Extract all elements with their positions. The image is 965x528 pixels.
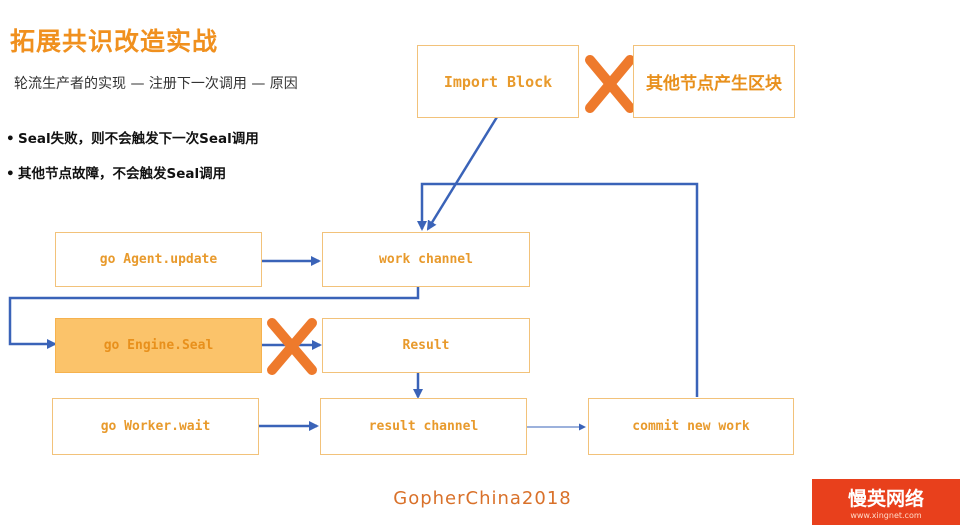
page-subtitle: 轮流生产者的实现 — 注册下一次调用 — 原因 [14,76,298,92]
engine-seal-node: go Engine.Seal [55,318,262,373]
logo-brand: 慢英网络 [847,488,924,510]
result-node: Result [322,318,530,373]
agent-update-node: go Agent.update [55,232,262,287]
worker-wait-node: go Worker.wait [52,398,259,455]
bullet-item: •Seal失败，则不会触发下一次Seal调用 [6,127,259,147]
failure-cross [585,55,635,113]
brand-logo: 慢英网络 www.xingnet.com [812,479,960,525]
bullet-item: •其他节点故障，不会触发Seal调用 [6,162,226,182]
failure-cross [267,318,317,375]
bullet-text: Seal失败，则不会触发下一次Seal调用 [18,131,259,147]
bullet-text: 其他节点故障，不会触发Seal调用 [18,166,227,182]
logo-url: www.xingnet.com [850,511,922,520]
import-block-node: Import Block [417,45,579,118]
arrow-commit-loop [417,182,699,397]
commit-new-work-node: commit new work [588,398,794,455]
page-title: 拓展共识改造实战 [10,27,219,56]
arrow-import-to-work [426,116,499,231]
bullet-dot: • [6,131,15,147]
arrow-work-to-seal [8,286,420,349]
work-channel-node: work channel [322,232,530,287]
bullet-dot: • [6,166,15,182]
result-channel-node: result channel [320,398,527,455]
footer-event: GopherChina2018 [393,488,572,509]
other-node-block-node: 其他节点产生区块 [633,45,795,118]
